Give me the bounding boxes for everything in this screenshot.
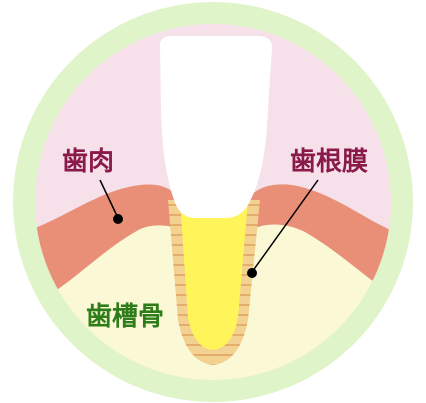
label-alveolar-bone: 歯槽骨: [86, 302, 164, 332]
ligament-marker-dot: [247, 268, 257, 278]
gingiva-marker-dot: [113, 214, 123, 224]
label-gingiva: 歯肉: [62, 147, 114, 177]
label-periodontal-ligament: 歯根膜: [290, 147, 368, 177]
